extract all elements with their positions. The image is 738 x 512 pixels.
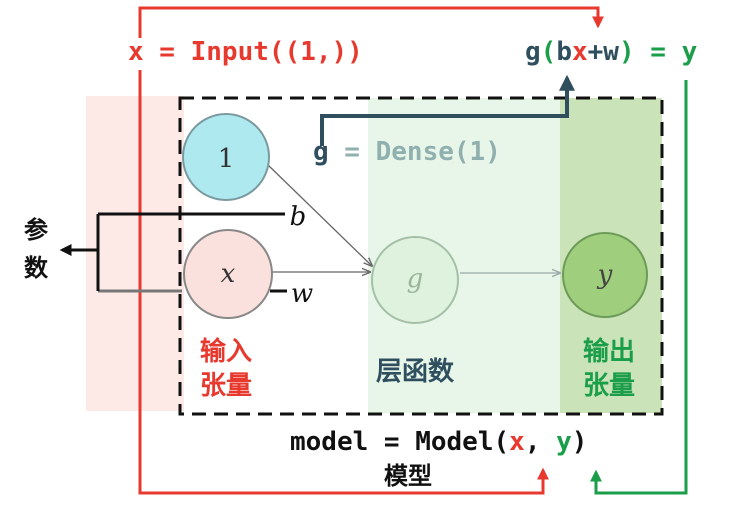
model-code-comma: , bbox=[525, 427, 556, 457]
dense-code: g = Dense(1) bbox=[313, 137, 501, 167]
output-node-label: y bbox=[597, 260, 613, 290]
output-to-model-arrow bbox=[590, 80, 688, 495]
expression-open-paren: ( bbox=[541, 37, 557, 67]
dense-to-expression-arrow bbox=[320, 74, 575, 146]
params-label-2: 数 bbox=[24, 254, 49, 282]
expression-eq: = bbox=[635, 37, 682, 67]
model-boundary bbox=[178, 96, 664, 416]
hidden-node-label: g bbox=[407, 264, 424, 294]
input-code-var: x bbox=[128, 37, 144, 67]
input-tensor-label-2: 张量 bbox=[200, 371, 252, 401]
output-tensor-label-2: 张量 bbox=[583, 371, 635, 401]
input-to-expression-arrow bbox=[138, 6, 604, 38]
model-code-y: y bbox=[556, 427, 572, 457]
output-tensor-label-1: 输出 bbox=[583, 336, 635, 367]
input-weight-label: w bbox=[291, 279, 313, 309]
model-label: 模型 bbox=[384, 462, 432, 490]
bias-node bbox=[182, 113, 270, 201]
output-node bbox=[562, 232, 648, 318]
expression-x: x bbox=[572, 37, 588, 67]
model-code-close: ) bbox=[572, 427, 588, 457]
input-node-label: x bbox=[221, 259, 236, 289]
input-to-model-arrow bbox=[138, 70, 549, 495]
model-code-x: x bbox=[509, 427, 525, 457]
edge-bias-to-g bbox=[267, 164, 372, 266]
model-code: model = Model(x, y) bbox=[290, 427, 587, 457]
layer-function-label: 层函数 bbox=[376, 357, 455, 387]
params-label-1: 参 bbox=[24, 216, 48, 244]
bias-node-label: 1 bbox=[218, 144, 235, 174]
expression-y: y bbox=[682, 37, 698, 67]
bias-weight-label: b bbox=[290, 202, 307, 232]
hidden-node bbox=[371, 236, 459, 324]
input-tensor-label-1: 输入 bbox=[200, 336, 252, 367]
input-node bbox=[183, 229, 273, 319]
input-code: x = Input((1,)) bbox=[128, 37, 363, 67]
expression-plus-w: +w bbox=[588, 37, 620, 67]
model-code-prefix: model = Model( bbox=[290, 427, 509, 457]
expression-b: b bbox=[556, 37, 572, 67]
expression-g-open: g bbox=[525, 37, 541, 67]
expression-code: g(bx+w) = y bbox=[525, 37, 697, 67]
input-code-rest: = Input((1,)) bbox=[144, 37, 363, 67]
dense-code-rest: = Dense(1) bbox=[329, 137, 501, 167]
dense-code-var: g bbox=[313, 137, 329, 167]
expression-close: ) bbox=[619, 37, 635, 67]
input-tensor-band bbox=[86, 96, 184, 411]
